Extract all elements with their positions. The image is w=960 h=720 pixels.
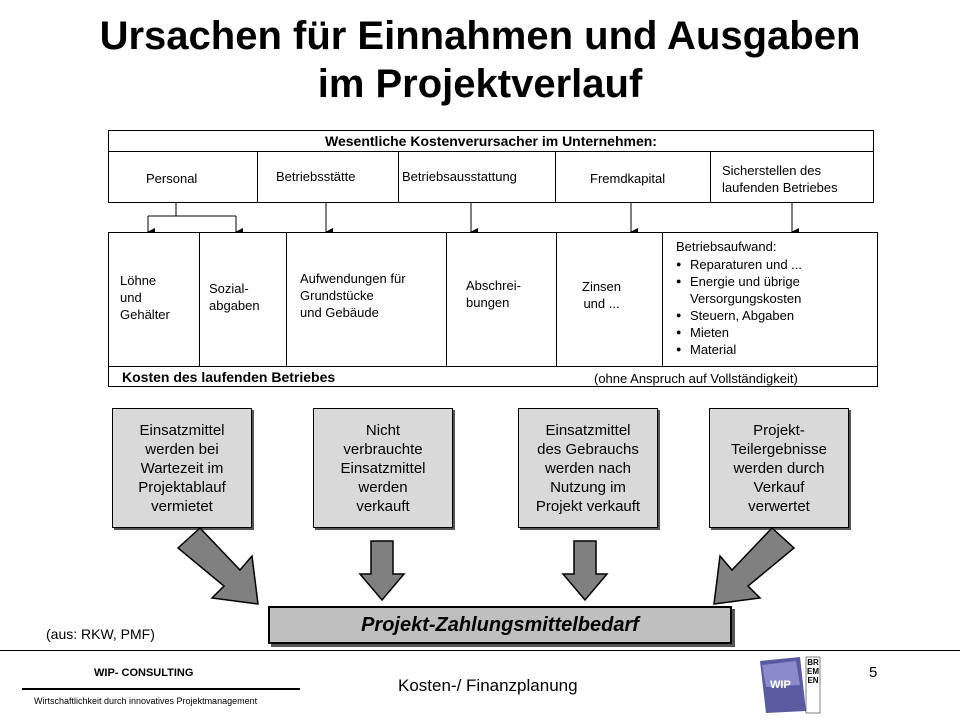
- driver-betriebsausstattung: Betriebsausstattung: [402, 169, 517, 184]
- betriebsaufwand-item: Reparaturen und ...: [676, 256, 802, 273]
- betriebsaufwand-item: Steuern, Abgaben: [676, 307, 802, 324]
- page-number: 5: [869, 664, 878, 681]
- result-box-text: Projekt-Zahlungsmittelbedarf: [361, 613, 639, 636]
- footer-company-rule: [22, 688, 300, 690]
- revenue-box-gebrauch: Einsatzmittel des Gebrauchs werden nach …: [518, 408, 658, 528]
- costs-footer-right: (ohne Anspruch auf Vollständigkeit): [594, 371, 798, 386]
- betriebsaufwand-item: Material: [676, 341, 802, 358]
- footer-divider: [0, 650, 960, 651]
- footer-tagline: Wirtschaftlichkeit durch innovatives Pro…: [34, 696, 258, 706]
- footer-company: WIP- CONSULTING: [94, 667, 194, 679]
- arrow-down-1: [358, 540, 406, 602]
- betriebsaufwand-item: Mieten: [676, 324, 802, 341]
- arrow-diagonal-left: [176, 526, 259, 605]
- costs-footer-left: Kosten des laufenden Betriebes: [122, 369, 336, 385]
- driver-personal: Personal: [146, 171, 198, 186]
- arrow-down-2: [561, 540, 609, 602]
- wip-logo: WIP BREMEN: [756, 655, 822, 715]
- betriebsaufwand-item: Energie und übrige Versorgungskosten: [676, 273, 802, 307]
- cost-abschreibungen: Abschrei- bungen: [466, 278, 521, 310]
- cost-sozialabgaben: Sozial- abgaben: [209, 281, 260, 313]
- revenue-box-nicht-verbraucht: Nicht verbrauchte Einsatzmittel werden v…: [313, 408, 453, 528]
- wip-logo-text: WIP: [770, 679, 791, 691]
- revenue-box-vermietet: Einsatzmittel werden bei Wartezeit im Pr…: [112, 408, 252, 528]
- arrow-diagonal-right: [713, 526, 796, 605]
- title-line-2: im Projektverlauf: [317, 62, 643, 106]
- cost-zinsen: Zinsen und ...: [582, 279, 622, 311]
- footer-center: Kosten-/ Finanzplanung: [398, 676, 578, 695]
- betriebsaufwand-list: Reparaturen und ... Energie und übrige V…: [676, 256, 802, 358]
- driver-betriebsstaette: Betriebsstätte: [276, 169, 356, 184]
- page-title: Ursachen für Einnahmen und Ausgaben im P…: [0, 12, 960, 108]
- driver-laufender-betrieb: Sicherstellen des laufenden Betriebes: [722, 163, 838, 195]
- cost-drivers-row: [108, 151, 874, 203]
- cost-drivers-header-text: Wesentliche Kostenverursacher im Unterne…: [325, 133, 657, 149]
- source-note: (aus: RKW, PMF): [46, 626, 155, 642]
- driver-fremdkapital: Fremdkapital: [590, 171, 666, 186]
- wip-logo-graphic: [760, 656, 821, 714]
- wip-logo-city: BREMEN: [807, 658, 819, 685]
- revenue-box-teilergebnisse: Projekt- Teilergebnisse werden durch Ver…: [709, 408, 849, 528]
- cost-betriebsaufwand-title: Betriebsaufwand:: [676, 239, 777, 254]
- result-box: Projekt-Zahlungsmittelbedarf: [268, 606, 732, 644]
- cost-grundstuecke: Aufwendungen für Grundstücke und Gebäude: [300, 271, 406, 320]
- title-line-1: Ursachen für Einnahmen und Ausgaben: [99, 14, 861, 58]
- cost-loehne: Löhne und Gehälter: [120, 273, 170, 322]
